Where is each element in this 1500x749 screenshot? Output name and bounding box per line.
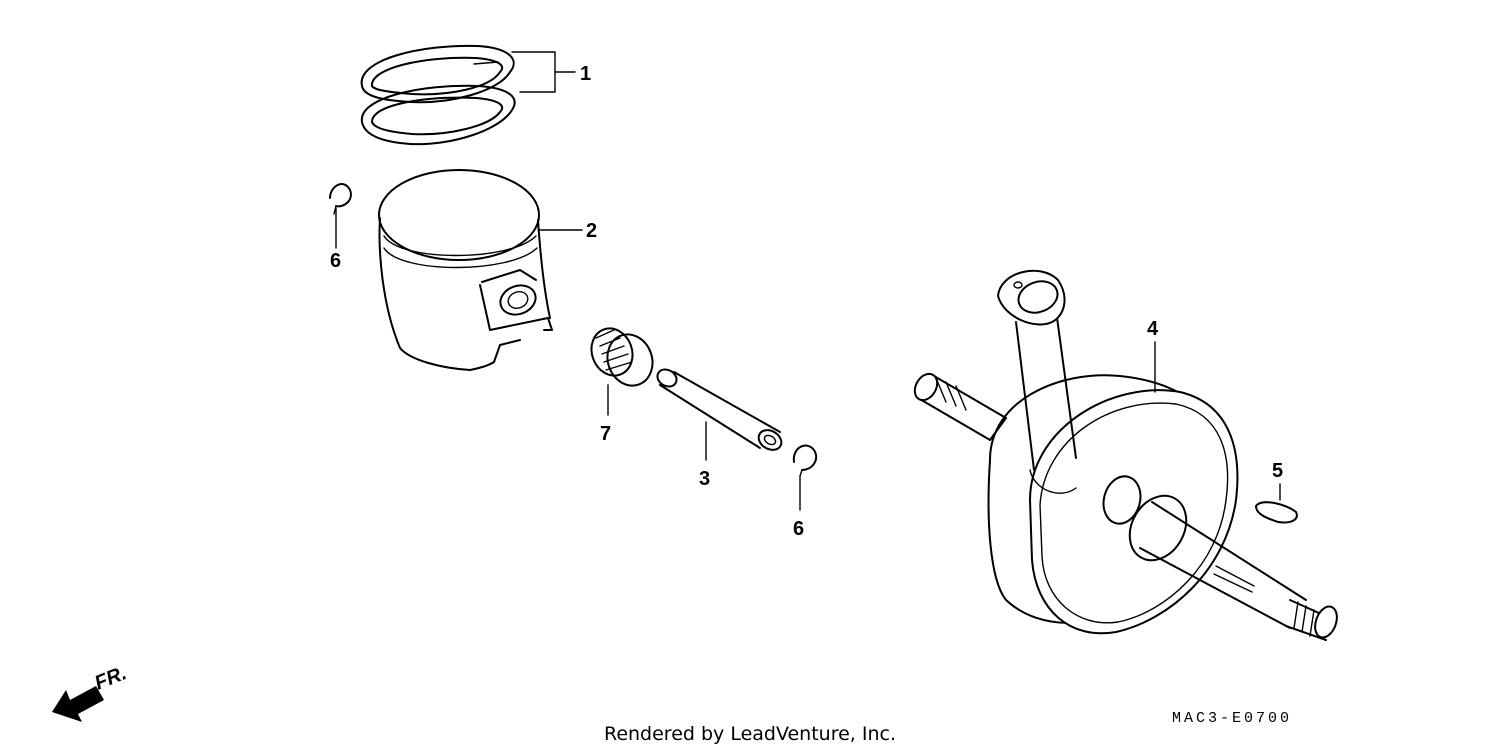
callout-number-1: 1 (580, 63, 591, 85)
piston-rings[interactable] (360, 44, 516, 146)
callout-number-3: 3 (699, 468, 710, 490)
woodruff-key[interactable] (1255, 483, 1298, 524)
callout-number-6-left: 6 (330, 250, 341, 272)
crankshaft-assembly[interactable] (910, 269, 1341, 641)
piston-pin-clip-left[interactable] (329, 183, 352, 249)
callout-number-4: 4 (1147, 318, 1159, 340)
front-label: FR. (92, 662, 130, 694)
piston[interactable] (378, 169, 553, 371)
callout-number-6-right: 6 (793, 518, 804, 540)
diagram-code: MAC3-E0700 (1172, 710, 1292, 727)
arrow-down-left-icon (52, 686, 104, 722)
credit-text: Rendered by LeadVenture, Inc. (604, 723, 896, 745)
callout-number-5: 5 (1272, 460, 1283, 482)
needle-bearing[interactable] (585, 323, 660, 416)
front-direction-indicator: FR. (52, 662, 130, 722)
piston-pin[interactable] (654, 366, 785, 461)
callout-number-7: 7 (600, 423, 611, 445)
piston-pin-clip-right[interactable] (792, 444, 818, 511)
callout-number-2: 2 (586, 220, 597, 242)
callout-leader-1 (511, 51, 576, 93)
